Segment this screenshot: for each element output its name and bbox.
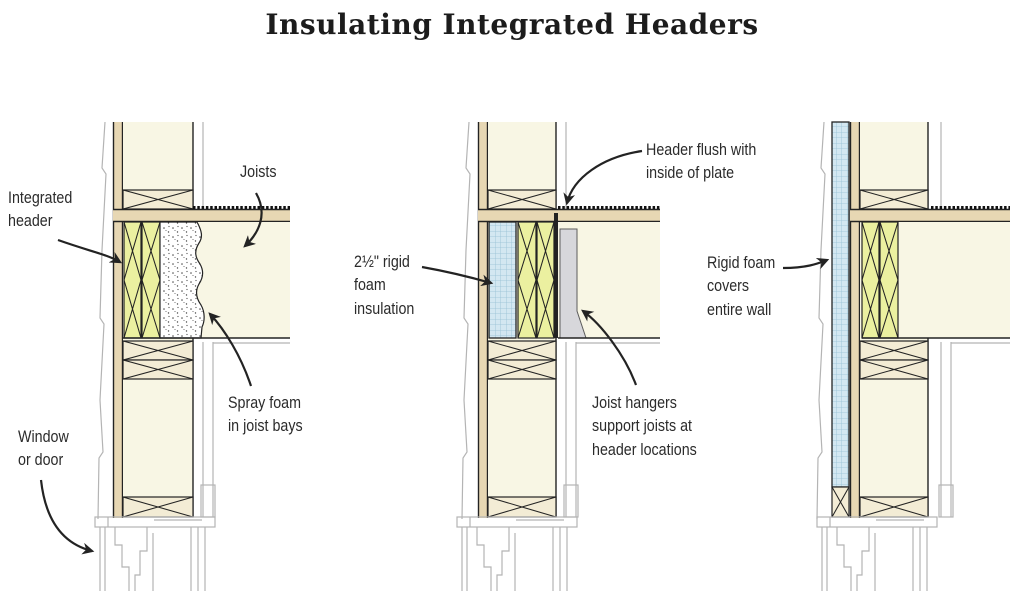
window-frame	[94, 516, 216, 592]
arrow-integrated-header	[57, 238, 123, 264]
cross-hatch	[879, 221, 899, 339]
cross-hatch	[122, 359, 194, 380]
integrated-header-member	[141, 221, 161, 339]
middle-wall-section	[456, 121, 660, 592]
cross-hatch	[122, 340, 194, 361]
label-rigid-foam-covers: Rigid foam covers entire wall	[707, 253, 776, 319]
interior-finish-line	[940, 342, 952, 517]
label-joist-hangers: Joist hangers support joists at header l…	[592, 393, 697, 459]
cross-hatch	[487, 340, 557, 361]
header-member	[517, 221, 537, 339]
siding-edge-line	[97, 121, 107, 520]
wall-sheathing	[113, 122, 123, 518]
cross-hatch	[141, 221, 161, 339]
cross-hatch	[859, 496, 929, 518]
casing-trim	[938, 484, 954, 518]
rigid-foam-wall-layer	[831, 121, 850, 488]
window-frame	[816, 516, 938, 592]
floor-plate-band	[113, 209, 290, 222]
annotation-arrows	[39, 149, 830, 555]
siding-edge-line	[461, 121, 471, 520]
cross-hatch	[487, 189, 557, 210]
cross-hatch	[487, 359, 557, 380]
cross-hatch	[861, 221, 880, 339]
label-joists: Joists	[240, 162, 277, 181]
label-header-flush: Header flush with inside of plate	[646, 140, 757, 183]
cross-hatch	[831, 486, 850, 518]
header-member	[861, 221, 880, 339]
rigid-foam-panel	[488, 221, 517, 339]
flush-plate-line	[554, 213, 558, 338]
joist-hanger	[559, 228, 587, 339]
right-wall-section	[816, 121, 1010, 592]
spray-foam-fill	[159, 221, 205, 339]
left-wall-section	[94, 121, 290, 592]
arrow-joist-hangers	[581, 309, 638, 386]
arrow-window-or-door	[39, 479, 95, 555]
cross-hatch	[122, 496, 194, 518]
siding-edge-line	[816, 121, 826, 520]
joist-bay	[898, 222, 1010, 338]
arrow-rigid-foam-covers	[782, 257, 830, 270]
floor-plate-band	[850, 209, 1010, 222]
label-window-or-door: Window or door	[18, 427, 69, 470]
cross-hatch	[487, 496, 557, 518]
diagram-title: Insulating Integrated Headers	[265, 8, 759, 41]
header-member	[536, 221, 555, 339]
cross-hatch	[859, 359, 929, 380]
arrow-spray-foam	[208, 312, 253, 387]
arrow-header-flush	[563, 149, 643, 206]
wall-sheathing	[478, 122, 488, 518]
integrated-header-member	[123, 221, 142, 339]
arrow-joists	[243, 192, 263, 248]
cross-hatch	[859, 189, 929, 210]
cross-hatch	[536, 221, 555, 339]
window-frame	[456, 516, 578, 592]
wall-sheathing	[850, 122, 860, 518]
cross-hatch	[517, 221, 537, 339]
label-rigid-foam-insulation: 2½" rigid foam insulation	[354, 252, 415, 318]
interior-finish-line	[202, 342, 214, 517]
floor-plate-band	[478, 209, 660, 222]
label-spray-foam: Spray foam in joist bays	[228, 393, 303, 436]
interior-finish-line	[565, 342, 577, 517]
cross-hatch	[859, 340, 929, 361]
cross-hatch	[122, 189, 194, 210]
header-member	[879, 221, 899, 339]
arrow-rigid-foam-insulation	[421, 265, 494, 287]
cross-hatch	[123, 221, 142, 339]
label-integrated-header: Integrated header	[8, 188, 73, 231]
